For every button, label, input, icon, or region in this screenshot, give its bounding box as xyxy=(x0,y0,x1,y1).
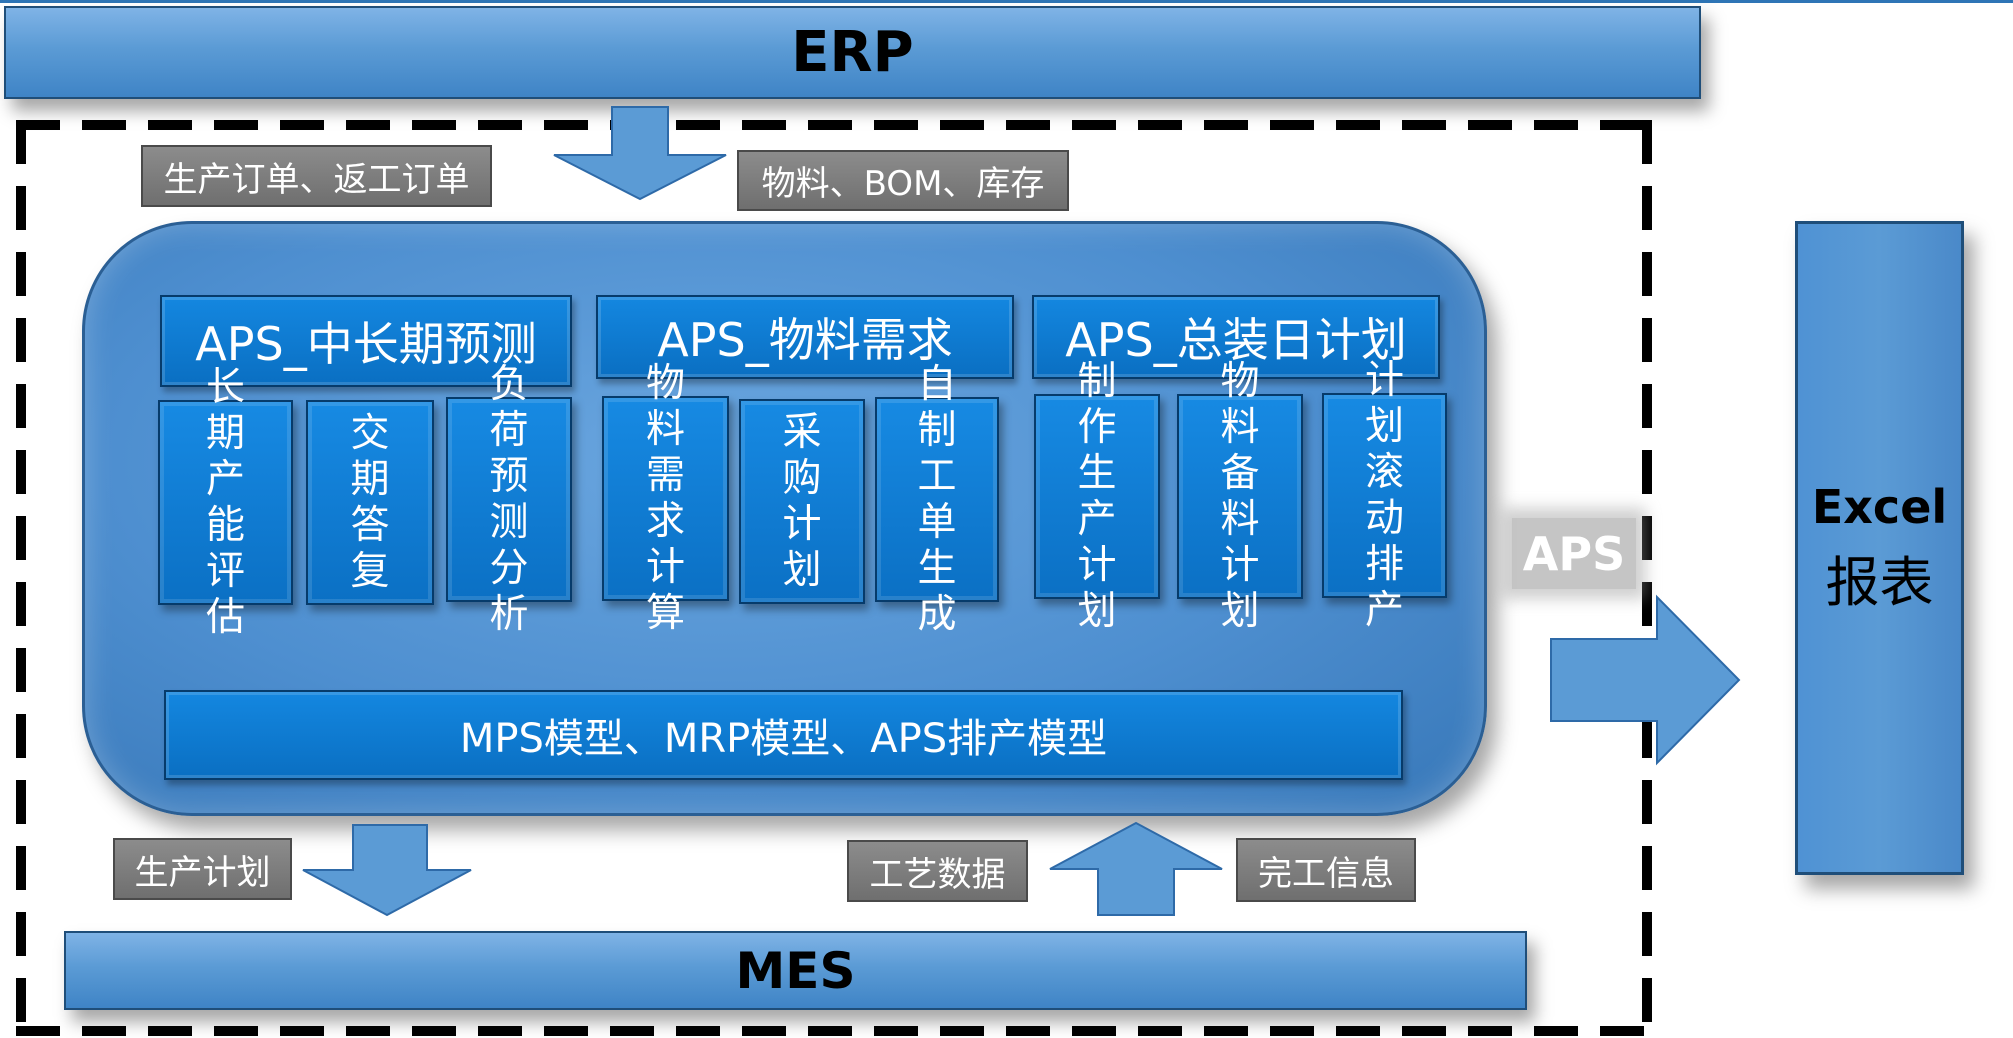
label-materials: 物料、BOM、库存 xyxy=(737,150,1069,211)
dashed-frame-right xyxy=(1642,120,1652,1036)
module-delivery-reply: 交期答复 xyxy=(306,400,434,605)
module-load-forecast: 负荷预测分析 xyxy=(446,362,572,637)
group-header-long-term: APS_中长期预测 xyxy=(160,295,572,387)
module-purchase-plan: 采购计划 xyxy=(739,399,865,604)
module-long-term-capacity: 长期产能评估 xyxy=(158,365,293,640)
top-accent-line xyxy=(0,0,2013,3)
dashed-frame-left xyxy=(16,120,26,1036)
excel-right-arrow-icon xyxy=(1550,594,1741,766)
dashed-frame-top xyxy=(16,120,1652,130)
erp-bar: ERP xyxy=(4,6,1701,99)
mes-bar: MES xyxy=(64,931,1527,1010)
model-bar: MPS模型、MRP模型、APS排产模型 xyxy=(164,690,1403,780)
module-material-requirement: 物料需求计算 xyxy=(602,361,729,636)
dashed-frame-bottom xyxy=(16,1026,1652,1036)
module-production-plan: 制作生产计划 xyxy=(1034,359,1160,634)
label-process-data: 工艺数据 xyxy=(847,840,1028,902)
module-work-order-generation: 自制工单生成 xyxy=(875,362,999,637)
erp-down-arrow-icon xyxy=(553,106,727,201)
mes-up-arrow-icon xyxy=(1049,821,1223,916)
module-material-prep-plan: 物料备料计划 xyxy=(1177,359,1303,634)
group-header-assembly: APS_总装日计划 xyxy=(1032,295,1440,379)
label-completion-info: 完工信息 xyxy=(1236,838,1416,902)
aps-label: APS xyxy=(1512,518,1636,589)
mes-down-arrow-icon xyxy=(302,824,472,917)
excel-title: Excel xyxy=(1811,479,1948,534)
label-production-plan: 生产计划 xyxy=(113,838,292,900)
excel-report-box: Excel 报表 xyxy=(1795,221,1964,875)
module-rolling-schedule: 计划滚动排产 xyxy=(1322,358,1447,633)
group-header-material: APS_物料需求 xyxy=(596,295,1014,379)
label-production-orders: 生产订单、返工订单 xyxy=(141,145,492,207)
excel-subtitle: 报表 xyxy=(1825,550,1934,614)
